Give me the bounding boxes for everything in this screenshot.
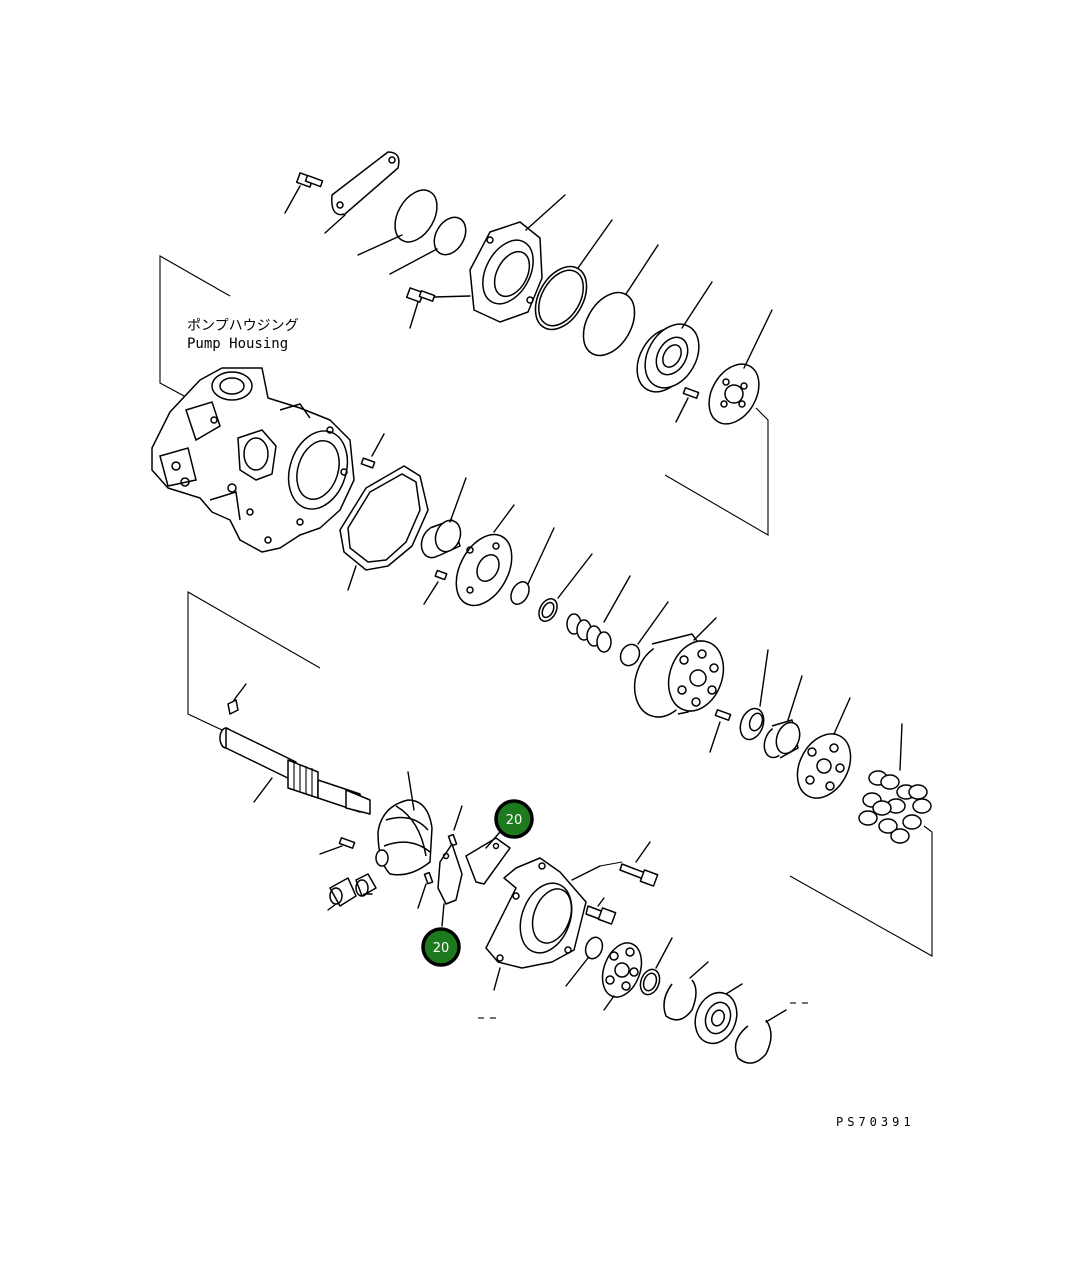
spring-stack xyxy=(566,613,612,653)
guide-shoe-lower xyxy=(437,843,463,905)
valve-plate-middle xyxy=(455,533,513,607)
piston-cluster xyxy=(858,770,932,844)
housing-label-jp: ポンプハウジング xyxy=(187,318,299,334)
cover-plate xyxy=(331,151,400,216)
bearing-flange xyxy=(469,221,543,323)
upper-axis-parts xyxy=(534,219,773,536)
middle-axis-parts xyxy=(339,465,933,957)
snap-ring-3 xyxy=(619,643,641,667)
needle-bearing xyxy=(763,719,801,759)
bearing-upper xyxy=(636,323,700,393)
o-ring-large xyxy=(394,189,438,243)
end-cover xyxy=(485,857,587,969)
pump-housing xyxy=(151,367,355,553)
retainer-ring xyxy=(739,707,765,741)
snap-ring-4 xyxy=(639,968,661,996)
pump-housing-group: ポンプハウジング Pump Housing xyxy=(151,255,385,553)
callout-upper-label: 20 xyxy=(506,813,523,828)
bushing xyxy=(420,519,462,559)
housing-label-en: Pump Housing xyxy=(187,336,288,352)
housing-gasket xyxy=(339,465,429,571)
snap-ring-2 xyxy=(510,581,530,605)
o-ring-small xyxy=(433,216,467,256)
callout-upper: 20 xyxy=(494,799,534,839)
washer-2 xyxy=(584,936,604,960)
valve-plate-upper xyxy=(708,363,760,425)
washer-1 xyxy=(538,598,558,622)
lower-parts xyxy=(187,591,808,1064)
circlip-1 xyxy=(663,979,697,1021)
cylinder-block xyxy=(633,633,725,718)
o-ring-2 xyxy=(582,291,636,357)
top-cover-group xyxy=(284,151,566,329)
charge-pump xyxy=(601,942,643,998)
circlip-2 xyxy=(734,1019,772,1064)
callout-lower: 20 xyxy=(421,927,461,967)
oil-seal xyxy=(694,991,738,1045)
cover-bolt-long xyxy=(619,863,659,887)
drive-shaft xyxy=(219,727,371,815)
callout-lower-label: 20 xyxy=(433,941,450,956)
guide-shoe-upper xyxy=(465,837,511,885)
cover-bolt xyxy=(295,172,324,188)
plug-bolt xyxy=(585,905,617,925)
shoe-plate xyxy=(796,733,852,799)
drawing-code: PS70391 xyxy=(836,1115,915,1129)
